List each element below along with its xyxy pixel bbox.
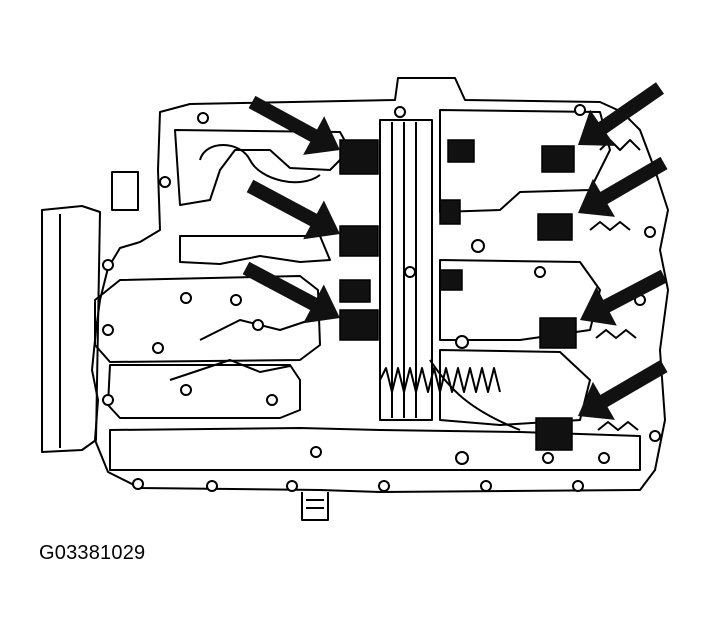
bolt <box>572 480 584 492</box>
solenoids <box>339 139 577 451</box>
left-housing <box>41 205 101 453</box>
spring-coils <box>379 367 501 393</box>
bolt <box>542 452 554 464</box>
bolt <box>286 480 298 492</box>
bolt <box>266 394 278 406</box>
arrow-upper-mid-right-solenoid <box>578 156 668 217</box>
bottom-manifold <box>109 427 641 471</box>
right-middle-block <box>439 259 601 341</box>
figure-code: G03381029 <box>39 542 146 564</box>
solenoid-lower-left <box>339 309 379 341</box>
right-clip-4 <box>597 421 639 431</box>
right-clip-2 <box>589 221 631 231</box>
bolt <box>206 480 218 492</box>
solenoid-upper-right <box>541 145 575 173</box>
solenoid-center-top <box>447 139 475 163</box>
bolt <box>102 324 114 336</box>
bolt <box>394 106 406 118</box>
solenoid-lower-right <box>535 417 573 451</box>
bolt <box>378 480 390 492</box>
wire-harness <box>429 359 521 431</box>
bolt <box>455 335 469 349</box>
bolt <box>598 452 610 464</box>
callout-arrows <box>242 82 668 420</box>
arrow-middle-left-solenoid <box>246 179 340 240</box>
arrow-upper-left-solenoid <box>248 95 340 155</box>
bolt <box>310 446 322 458</box>
solenoid-upper-mid-right <box>537 213 573 241</box>
right-lower-block <box>439 349 591 426</box>
bolt <box>180 384 192 396</box>
solenoid-middle-left <box>339 225 379 257</box>
left-valve-stub <box>111 171 139 211</box>
center-valve-stack <box>379 119 433 421</box>
solenoid-center-mid <box>439 199 461 225</box>
right-clip-3 <box>595 329 637 339</box>
bolt <box>644 226 656 238</box>
bolt <box>132 478 144 490</box>
bolt <box>404 266 416 278</box>
bolt-heads <box>102 104 661 492</box>
bolt <box>480 480 492 492</box>
bolt <box>102 394 114 406</box>
mid-channel <box>179 235 331 265</box>
bolt <box>471 239 485 253</box>
case-outline <box>91 77 669 493</box>
arrow-upper-right-solenoid <box>578 82 664 146</box>
bolt <box>152 342 164 354</box>
arrow-lower-mid-right-solenoid <box>580 269 668 326</box>
drain-fitting <box>301 492 329 521</box>
bolt <box>649 430 661 442</box>
linkage-left <box>169 359 291 381</box>
bolt <box>455 451 469 465</box>
left-valve-plate <box>94 275 321 363</box>
solenoid-center-lower <box>439 269 463 291</box>
arrow-lower-left-solenoid <box>242 261 340 324</box>
solenoid-lower-mid-right <box>539 317 577 349</box>
lower-left-plate <box>107 364 301 419</box>
arrow-lower-right-solenoid <box>578 359 668 420</box>
bolt <box>534 266 546 278</box>
channel-loop <box>199 144 321 184</box>
bolt <box>252 319 264 331</box>
solenoid-upper-left <box>339 139 379 175</box>
solenoid-left-connector <box>339 279 371 303</box>
bolt <box>574 104 586 116</box>
bolt <box>230 294 242 306</box>
bolt <box>180 292 192 304</box>
bolt <box>159 176 171 188</box>
bolt <box>197 112 209 124</box>
bolt <box>102 259 114 271</box>
